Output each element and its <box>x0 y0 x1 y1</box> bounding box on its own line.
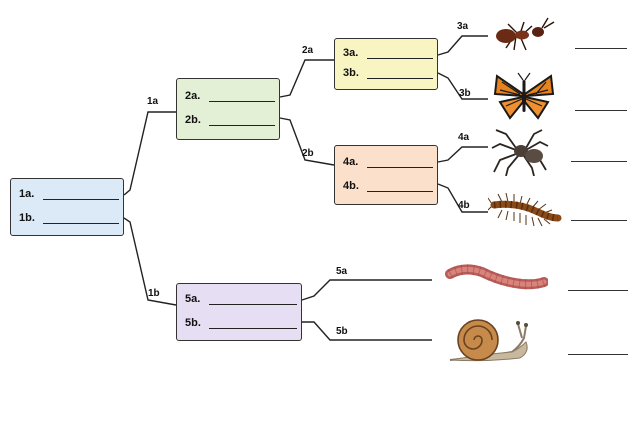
key-label-3a: 3a. <box>343 47 359 59</box>
answer-blank-1a[interactable] <box>43 189 119 200</box>
line-2a <box>279 59 334 98</box>
line-4b <box>437 183 488 213</box>
answer-line-centipede[interactable] <box>571 220 627 221</box>
key-label-2a: 2a. <box>185 90 201 102</box>
answer-line-earthworm[interactable] <box>568 290 628 291</box>
line-5b <box>302 321 432 341</box>
answer-line-butterfly[interactable] <box>575 110 627 111</box>
branch-label-3b: 3b <box>459 88 471 99</box>
key-row-2b: 2b. <box>185 114 275 126</box>
branch-label-1b: 1b <box>148 288 160 299</box>
line-5a <box>301 279 432 301</box>
answer-line-ant[interactable] <box>575 48 627 49</box>
ant-icon <box>496 17 555 51</box>
key-row-1b: 1b. <box>19 212 119 224</box>
line-3b <box>437 72 488 100</box>
branch-label-5a: 5a <box>336 266 348 277</box>
key-label-5a: 5a. <box>185 293 201 305</box>
key-label-2b: 2b. <box>185 114 201 126</box>
branch-label-2a: 2a <box>302 45 314 56</box>
answer-blank-5b[interactable] <box>209 318 297 329</box>
snail-icon <box>449 319 528 362</box>
butterfly-icon <box>493 72 555 120</box>
spider-icon <box>491 129 549 176</box>
branch-label-4a: 4a <box>458 132 470 143</box>
answer-blank-4a[interactable] <box>367 157 433 168</box>
branch-label-2b: 2b <box>302 148 314 159</box>
key-label-4b: 4b. <box>343 180 359 192</box>
earthworm-icon <box>445 264 548 290</box>
key-label-4a: 4a. <box>343 156 359 168</box>
key-row-5a: 5a. <box>185 293 297 305</box>
branch-label-3a: 3a <box>457 21 469 32</box>
key-box-2: 2a. 2b. <box>176 78 280 140</box>
key-label-1b: 1b. <box>19 212 35 224</box>
key-row-4a: 4a. <box>343 156 433 168</box>
key-box-5: 5a. 5b. <box>176 283 302 341</box>
key-row-3a: 3a. <box>343 47 433 59</box>
answer-blank-3a[interactable] <box>367 48 433 59</box>
key-row-3b: 3b. <box>343 67 433 79</box>
key-box-1: 1a. 1b. <box>10 178 124 236</box>
centipede-icon <box>488 192 562 227</box>
line-3a <box>437 35 488 56</box>
branch-label-4b: 4b <box>458 200 470 211</box>
line-4a <box>437 146 488 163</box>
line-1a <box>123 111 176 196</box>
answer-blank-4b[interactable] <box>367 181 433 192</box>
key-label-1a: 1a. <box>19 188 35 200</box>
key-box-4: 4a. 4b. <box>334 145 438 205</box>
key-label-3b: 3b. <box>343 67 359 79</box>
line-2b <box>279 117 335 166</box>
key-box-3: 3a. 3b. <box>334 38 438 90</box>
answer-blank-2b[interactable] <box>209 115 275 126</box>
answer-blank-5a[interactable] <box>209 294 297 305</box>
line-1b <box>123 217 177 306</box>
answer-blank-1b[interactable] <box>43 213 119 224</box>
branch-label-1a: 1a <box>147 96 159 107</box>
key-label-5b: 5b. <box>185 317 201 329</box>
branch-label-5b: 5b <box>336 326 348 337</box>
answer-line-snail[interactable] <box>568 354 628 355</box>
key-row-5b: 5b. <box>185 317 297 329</box>
key-row-2a: 2a. <box>185 90 275 102</box>
answer-line-spider[interactable] <box>571 161 627 162</box>
key-row-1a: 1a. <box>19 188 119 200</box>
answer-blank-2a[interactable] <box>209 91 275 102</box>
key-row-4b: 4b. <box>343 180 433 192</box>
answer-blank-3b[interactable] <box>367 68 433 79</box>
